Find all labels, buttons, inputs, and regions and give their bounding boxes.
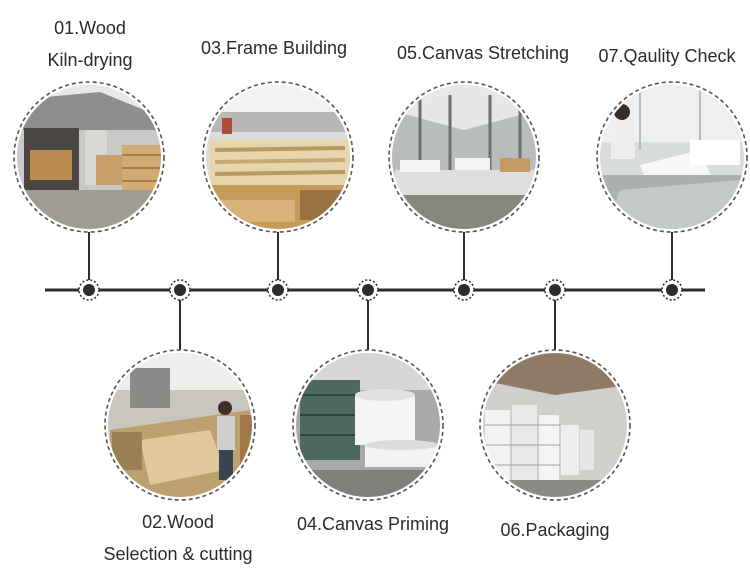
canvas-stretching-photo: [388, 81, 540, 233]
step-04-title: 04.Canvas Priming: [296, 514, 450, 534]
timeline-dot-02: [169, 279, 191, 301]
step-03-label: 03.Frame Building: [184, 34, 364, 62]
packaging-photo: [479, 349, 631, 501]
timeline-dot-04: [357, 279, 379, 301]
timeline-dot-01: [78, 279, 100, 301]
step-02-label: 02.Wood Selection & cutting: [88, 508, 268, 568]
canvas-priming-photo: [292, 349, 444, 501]
step-05-title: 05.Canvas Stretching: [396, 43, 570, 63]
wood-kiln-drying-photo: [13, 81, 165, 233]
step-06-label: 06.Packaging: [480, 516, 630, 544]
step-07-title: 07.Qaulity Check: [598, 46, 736, 66]
step-04-label: 04.Canvas Priming: [283, 510, 463, 538]
wood-selection-cutting-photo: [104, 349, 256, 501]
frame-building-photo: [202, 81, 354, 233]
step-05-label: 05.Canvas Stretching: [386, 39, 580, 67]
step-07-label: 07.Qaulity Check: [587, 42, 747, 70]
quality-check-photo: [596, 81, 748, 233]
step-03-title: 03.Frame Building: [200, 38, 348, 58]
timeline-dot-03: [267, 279, 289, 301]
step-02-subtitle: Selection & cutting: [103, 544, 253, 564]
step-01-label: 01.Wood Kiln-drying: [10, 14, 170, 74]
timeline-dot-05: [453, 279, 475, 301]
timeline-dots: [78, 279, 683, 301]
step-01-title: 01.Wood: [54, 18, 126, 38]
timeline-dot-06: [544, 279, 566, 301]
step-01-subtitle: Kiln-drying: [47, 50, 133, 70]
step-02-title: 02.Wood: [142, 512, 214, 532]
timeline-dot-07: [661, 279, 683, 301]
step-06-title: 06.Packaging: [500, 520, 610, 540]
connector-lines: [88, 232, 673, 350]
